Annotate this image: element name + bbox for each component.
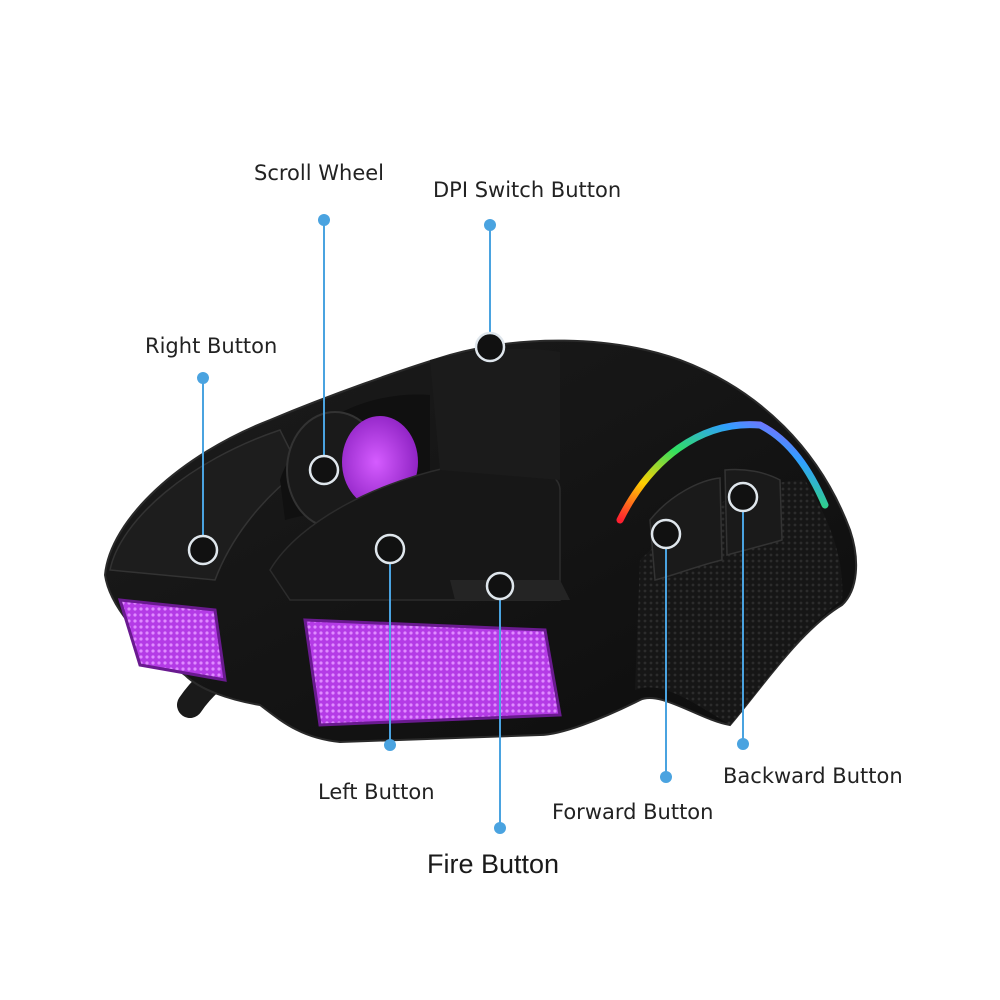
label-fire-button: Fire Button: [427, 849, 560, 879]
front-mesh-panel: [303, 618, 562, 727]
target-markers: [187, 331, 759, 601]
marker-right-button: [187, 534, 219, 566]
forward-button-shell: [649, 477, 723, 581]
leader-lines: [202, 220, 744, 828]
marker-left-button: [374, 533, 406, 565]
leader-end-dots: [197, 214, 749, 834]
right-button-shell: [109, 429, 301, 581]
label-backward-button: Backward Button: [723, 764, 903, 788]
marker-scroll-wheel: [308, 454, 340, 486]
label-forward-button: Forward Button: [552, 800, 714, 824]
marker-forward-button: [650, 518, 682, 550]
backward-button-shell: [724, 468, 783, 556]
label-right-button: Right Button: [145, 334, 278, 358]
marker-backward-button: [727, 481, 759, 513]
rgb-strip: [616, 421, 829, 524]
label-left-button: Left Button: [318, 780, 435, 804]
side-mesh-panel: [117, 598, 227, 682]
label-dpi-switch: DPI Switch Button: [433, 178, 622, 202]
marker-fire-button: [485, 571, 515, 601]
label-scroll-wheel: Scroll Wheel: [254, 161, 384, 185]
top-shell: [430, 348, 560, 480]
marker-dpi-switch: [474, 331, 506, 363]
